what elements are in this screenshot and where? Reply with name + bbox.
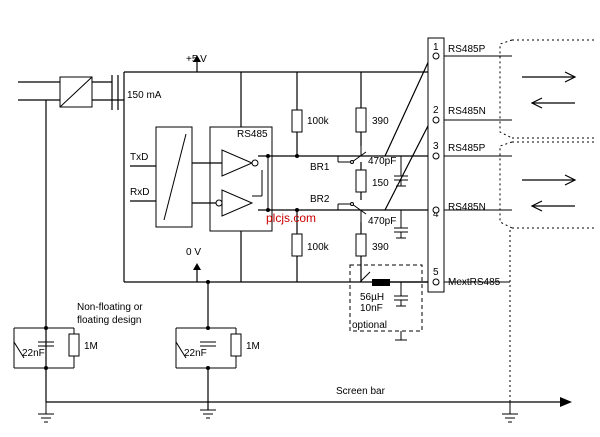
br1-label: BR1 — [310, 162, 330, 173]
pin-4-number: 4 — [433, 209, 439, 220]
r-pulldown-label: 100k — [307, 242, 330, 253]
optocoupler — [155, 126, 193, 228]
resistor-390-top — [355, 107, 367, 133]
pin-5-number: 5 — [433, 267, 439, 278]
ind-label: 56µH — [360, 292, 384, 303]
cap-top-label: 470pF — [368, 156, 396, 167]
r-top-label: 390 — [372, 116, 389, 127]
current-label: 150 mA — [127, 90, 162, 101]
ground-symbol-mid — [200, 409, 216, 419]
design-line2: floating design — [77, 315, 142, 326]
cap-bottom-label: 470pF — [368, 216, 396, 227]
pin-3-signal: RS485P — [448, 143, 486, 154]
pin-3-number: 3 — [433, 141, 439, 152]
r-bottom-label: 390 — [372, 242, 389, 253]
ground-symbol-left — [38, 402, 54, 423]
resistor-150 — [355, 169, 367, 193]
transceiver-label: RS485 — [237, 129, 268, 140]
ground-ref-label: 0 V — [186, 247, 201, 258]
ground-symbol-right — [502, 402, 518, 423]
r-mid-label: 1M — [246, 341, 260, 352]
r-term-label: 150 — [372, 178, 389, 189]
watermark: plcjs.com — [266, 211, 316, 225]
mid-rc-network — [175, 326, 242, 370]
pin-1-number: 1 — [433, 42, 439, 53]
optional-label: optional — [352, 320, 387, 331]
signal-arrows — [522, 71, 577, 212]
resistor-100k-bottom — [291, 233, 303, 257]
br2-label: BR2 — [310, 194, 330, 205]
connector: 1 2 3 4 5 — [427, 37, 445, 293]
pin-1-signal: RS485P — [448, 44, 486, 55]
pin-2-signal: RS485N — [448, 106, 486, 117]
pin-4-signal: RS485N — [448, 202, 486, 213]
c-left-label: 22nF — [22, 348, 45, 359]
pin-2-number: 2 — [433, 105, 439, 116]
dc-dc-converter — [59, 76, 93, 108]
rxd-label: RxD — [130, 187, 149, 198]
rs485-transceiver: RS485 — [209, 126, 273, 232]
txd-label: TxD — [130, 152, 148, 163]
design-line1: Non-floating or — [77, 302, 143, 313]
cap-opt-label: 10nF — [360, 303, 383, 314]
c-mid-label: 22nF — [184, 348, 207, 359]
left-rc-network — [13, 326, 80, 370]
resistor-390-bottom — [355, 233, 367, 257]
r-left-label: 1M — [84, 341, 98, 352]
optional-filter: 56µH 10nF optional — [349, 264, 431, 332]
screen-bar-label: Screen bar — [336, 386, 386, 397]
resistor-100k-top — [291, 109, 303, 133]
r-pullup-label: 100k — [307, 116, 330, 127]
supply-label: +5 V — [186, 54, 207, 65]
